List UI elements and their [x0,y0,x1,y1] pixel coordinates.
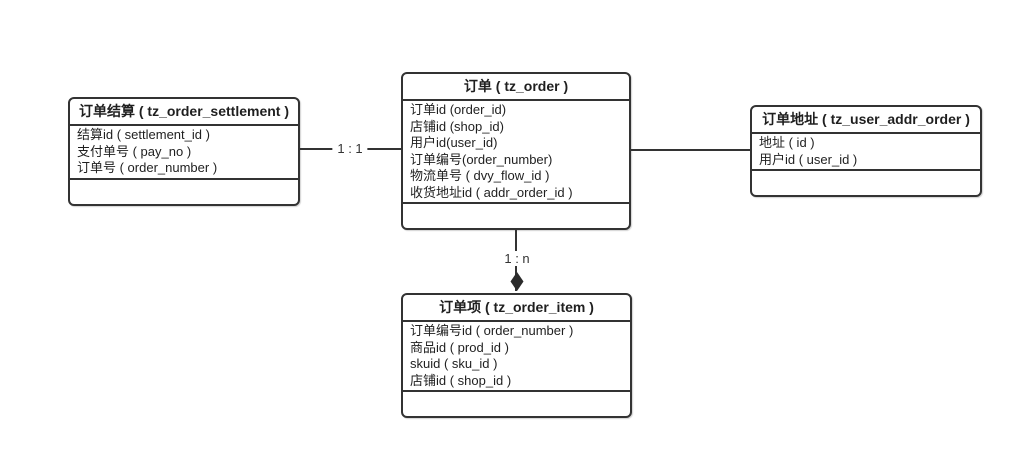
field-row: 订单号 ( order_number ) [77,160,218,175]
entity-order-settlement[interactable]: 订单结算 ( tz_order_settlement ) 结算id ( sett… [68,97,300,206]
cardinality-label-1-1: 1 : 1 [332,141,368,156]
field-row: 物流单号 ( dvy_flow_id ) [410,168,550,183]
entity-order-item[interactable]: 订单项 ( tz_order_item ) 订单编号id ( order_num… [401,293,632,418]
connector-order-addr[interactable] [631,149,750,151]
field-row: 用户id(user_id) [410,135,498,150]
entity-fields: 结算id ( settlement_id ) 支付单号 ( pay_no ) 订… [70,126,298,180]
field-row: 支付单号 ( pay_no ) [77,143,192,159]
field-row: 结算id ( settlement_id ) [77,127,210,142]
field-row: 用户id ( user_id ) [759,151,858,167]
field-row: 店铺id ( shop_id ) [410,372,512,388]
entity-fields: 订单id (order_id) 店铺id (shop_id) 用户id(user… [403,101,629,204]
field-row: skuid ( sku_id ) [410,356,498,371]
entity-footer [70,180,298,204]
cardinality-label-1-n: 1 : n [499,251,535,266]
entity-footer [752,171,980,195]
field-row: 订单id (order_id) [410,102,507,117]
entity-user-addr-order[interactable]: 订单地址 ( tz_user_addr_order ) 地址 ( id ) 用户… [750,105,982,197]
field-row: 收货地址id ( addr_order_id ) [410,184,573,200]
field-row: 订单编号id ( order_number ) [410,323,574,338]
field-row: 店铺id (shop_id) [410,118,504,134]
entity-order[interactable]: 订单 ( tz_order ) 订单id (order_id) 店铺id (sh… [401,72,631,230]
field-row: 订单编号(order_number) [410,151,553,167]
entity-footer [403,204,629,228]
entity-title: 订单结算 ( tz_order_settlement ) [70,99,298,126]
entity-fields: 地址 ( id ) 用户id ( user_id ) [752,134,980,171]
entity-title: 订单 ( tz_order ) [403,74,629,101]
entity-title: 订单地址 ( tz_user_addr_order ) [752,107,980,134]
diamond-arrow-icon [510,272,524,291]
entity-fields: 订单编号id ( order_number ) 商品id ( prod_id )… [403,322,630,392]
entity-title: 订单项 ( tz_order_item ) [403,295,630,322]
field-row: 地址 ( id ) [759,135,815,150]
entity-footer [403,392,630,416]
field-row: 商品id ( prod_id ) [410,339,509,355]
